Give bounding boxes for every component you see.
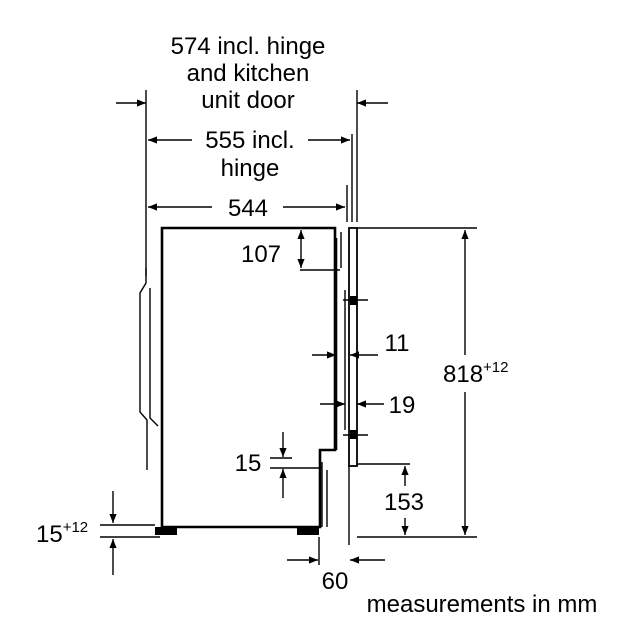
dim-555-line1: 555 incl. — [205, 127, 294, 154]
measurements-note: measurements in mm — [367, 591, 598, 618]
dim-19: 19 — [389, 392, 416, 419]
dim-818-sup: +12 — [483, 359, 508, 376]
dim-153: 153 — [384, 489, 424, 516]
dim-60: 60 — [322, 568, 349, 595]
dim-574-line3: unit door — [201, 87, 294, 114]
extension-lines — [100, 90, 477, 565]
appliance-body — [139, 226, 337, 535]
dim-15-feet-base: 15 — [36, 521, 63, 548]
kitchen-unit-door — [334, 227, 368, 545]
dimension-lines — [109, 99, 469, 575]
dim-574-line2: and kitchen — [187, 60, 310, 87]
rear-foot — [155, 527, 177, 535]
dim-544: 544 — [228, 195, 268, 222]
dimension-labels: 574 incl. hinge and kitchen unit door 55… — [36, 33, 597, 618]
dim-11: 11 — [385, 330, 410, 357]
dim-15-feet-sup: +12 — [63, 519, 88, 536]
dim-555-line2: hinge — [221, 155, 280, 182]
dim-818: 818+12 — [443, 359, 509, 388]
dim-574-line1: 574 incl. hinge — [171, 33, 326, 60]
dim-15-feet: 15+12 — [36, 519, 88, 548]
front-foot — [297, 527, 319, 535]
dim-818-base: 818 — [443, 361, 483, 388]
dim-107: 107 — [241, 241, 281, 268]
dim-15-gap: 15 — [235, 450, 262, 477]
